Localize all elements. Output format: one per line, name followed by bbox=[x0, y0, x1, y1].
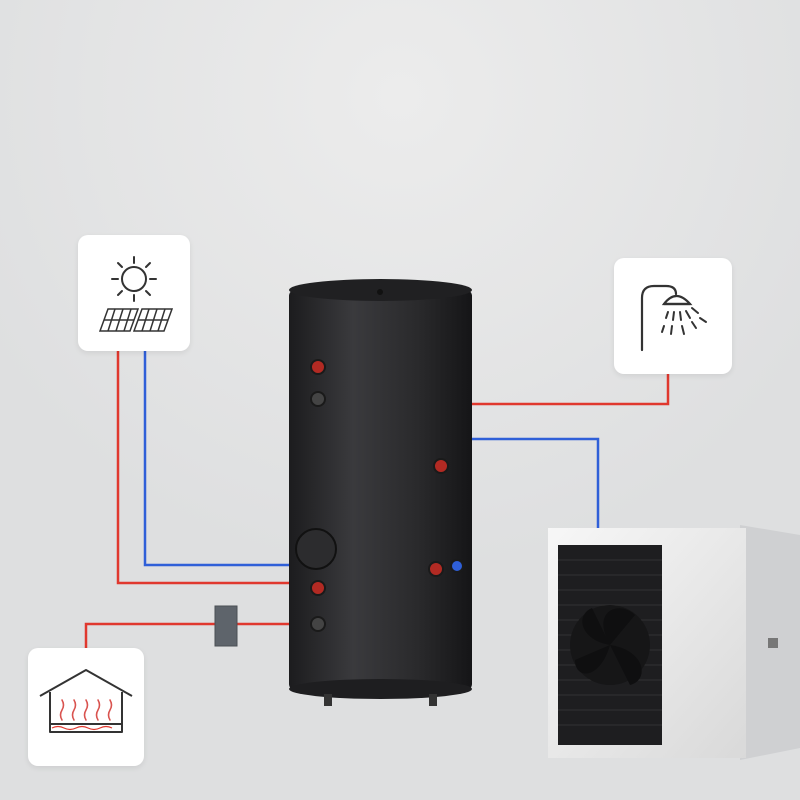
tank-port-hot-upper bbox=[310, 359, 326, 375]
solar-panel-icon bbox=[98, 256, 174, 332]
solar-hot-pipe bbox=[116, 351, 295, 585]
tank-port-cold-lower bbox=[310, 616, 326, 632]
fan-icon bbox=[570, 605, 650, 685]
heat-pump-unit bbox=[548, 525, 800, 760]
tank-port-cold-upper bbox=[310, 391, 326, 407]
tank-flange bbox=[295, 528, 337, 570]
shower-hot-pipe bbox=[470, 374, 670, 406]
tank-port-hot-lower bbox=[310, 580, 326, 596]
solar-cold-pipe bbox=[143, 351, 295, 567]
pump-station-box bbox=[214, 605, 238, 647]
tank-port-right-cold-low bbox=[450, 559, 464, 573]
solar-panel-card bbox=[78, 235, 190, 351]
shower-card bbox=[614, 258, 732, 374]
shower-icon bbox=[640, 284, 707, 352]
underfloor-heating-icon bbox=[39, 669, 133, 733]
heatpump-cold-pipe bbox=[470, 437, 600, 537]
tank-port-right-hot bbox=[433, 458, 449, 474]
tank-port-right-hot-low bbox=[428, 561, 444, 577]
storage-tank bbox=[289, 279, 472, 706]
underfloor-heating-card bbox=[28, 648, 144, 766]
